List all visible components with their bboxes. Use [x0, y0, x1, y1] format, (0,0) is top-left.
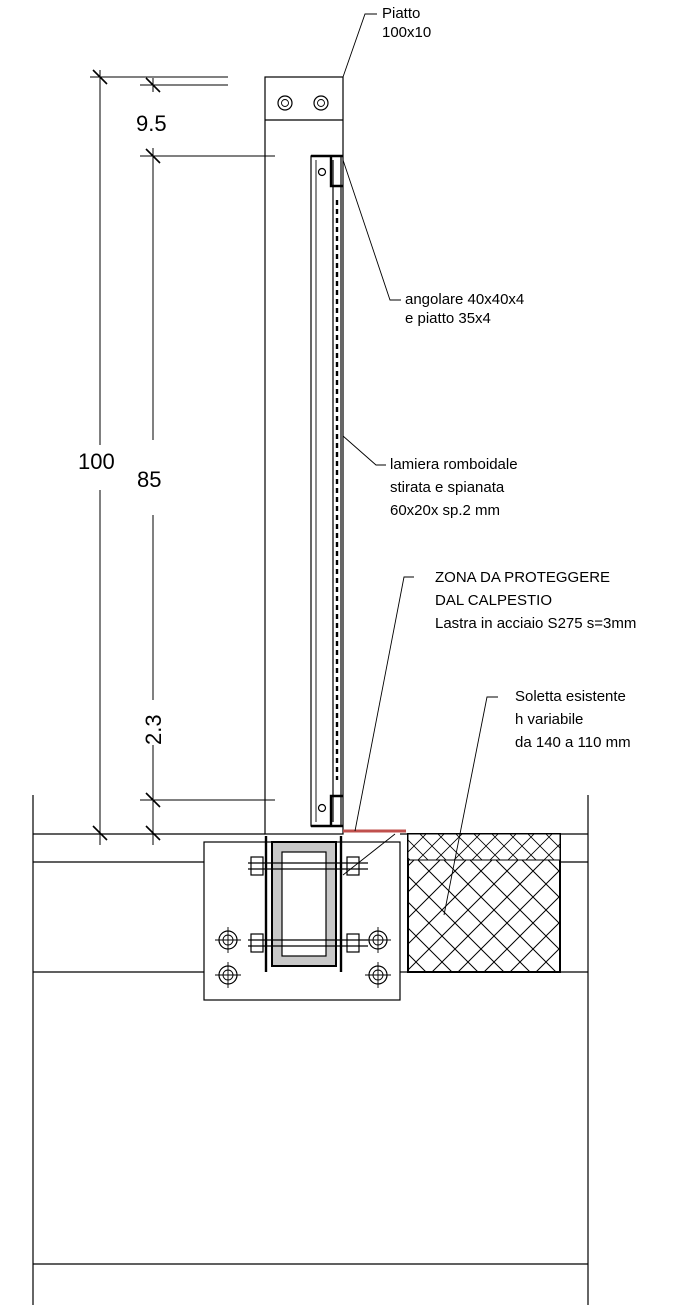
label-lamiera-1: lamiera romboidale: [390, 456, 518, 473]
label-angolare-2: e piatto 35x4: [405, 310, 491, 327]
base-bolt-icon: [364, 926, 392, 954]
base-bolt-icon: [214, 926, 242, 954]
support-structure: [32, 795, 589, 1305]
leader-lines: [342, 13, 498, 916]
tube-section: [248, 836, 368, 972]
base-bolt-icon: [364, 961, 392, 989]
dim-85: 85: [137, 467, 161, 492]
base-bolt-icon: [214, 961, 242, 989]
nut-icon: [250, 933, 264, 953]
label-lamiera-3: 60x20x sp.2 mm: [390, 502, 500, 519]
dim-2-3: 2.3: [141, 714, 166, 745]
infill-panel: [310, 154, 343, 828]
label-soletta-1: Soletta esistente: [515, 688, 626, 705]
label-soletta-3: da 140 a 110 mm: [515, 734, 631, 751]
dimension-lines: [90, 69, 275, 845]
top-bolt-right: [313, 95, 329, 111]
existing-slab: [400, 833, 561, 973]
dim-9-5: 9.5: [136, 111, 167, 136]
label-lamiera-2: stirata e spianata: [390, 479, 505, 496]
nut-icon: [346, 856, 360, 876]
label-angolare-1: angolare 40x40x4: [405, 291, 524, 308]
nut-icon: [250, 856, 264, 876]
top-bolt-left: [277, 95, 293, 111]
label-piatto-2: 100x10: [382, 24, 431, 41]
label-zona-3: Lastra in acciaio S275 s=3mm: [435, 615, 636, 632]
label-zona-2: DAL CALPESTIO: [435, 592, 552, 609]
nut-icon: [346, 933, 360, 953]
label-zona-1: ZONA DA PROTEGGERE: [435, 569, 610, 586]
label-soletta-2: h variabile: [515, 711, 583, 728]
dim-100: 100: [78, 449, 115, 474]
post-plate: [264, 76, 344, 835]
label-piatto-1: Piatto: [382, 5, 420, 22]
